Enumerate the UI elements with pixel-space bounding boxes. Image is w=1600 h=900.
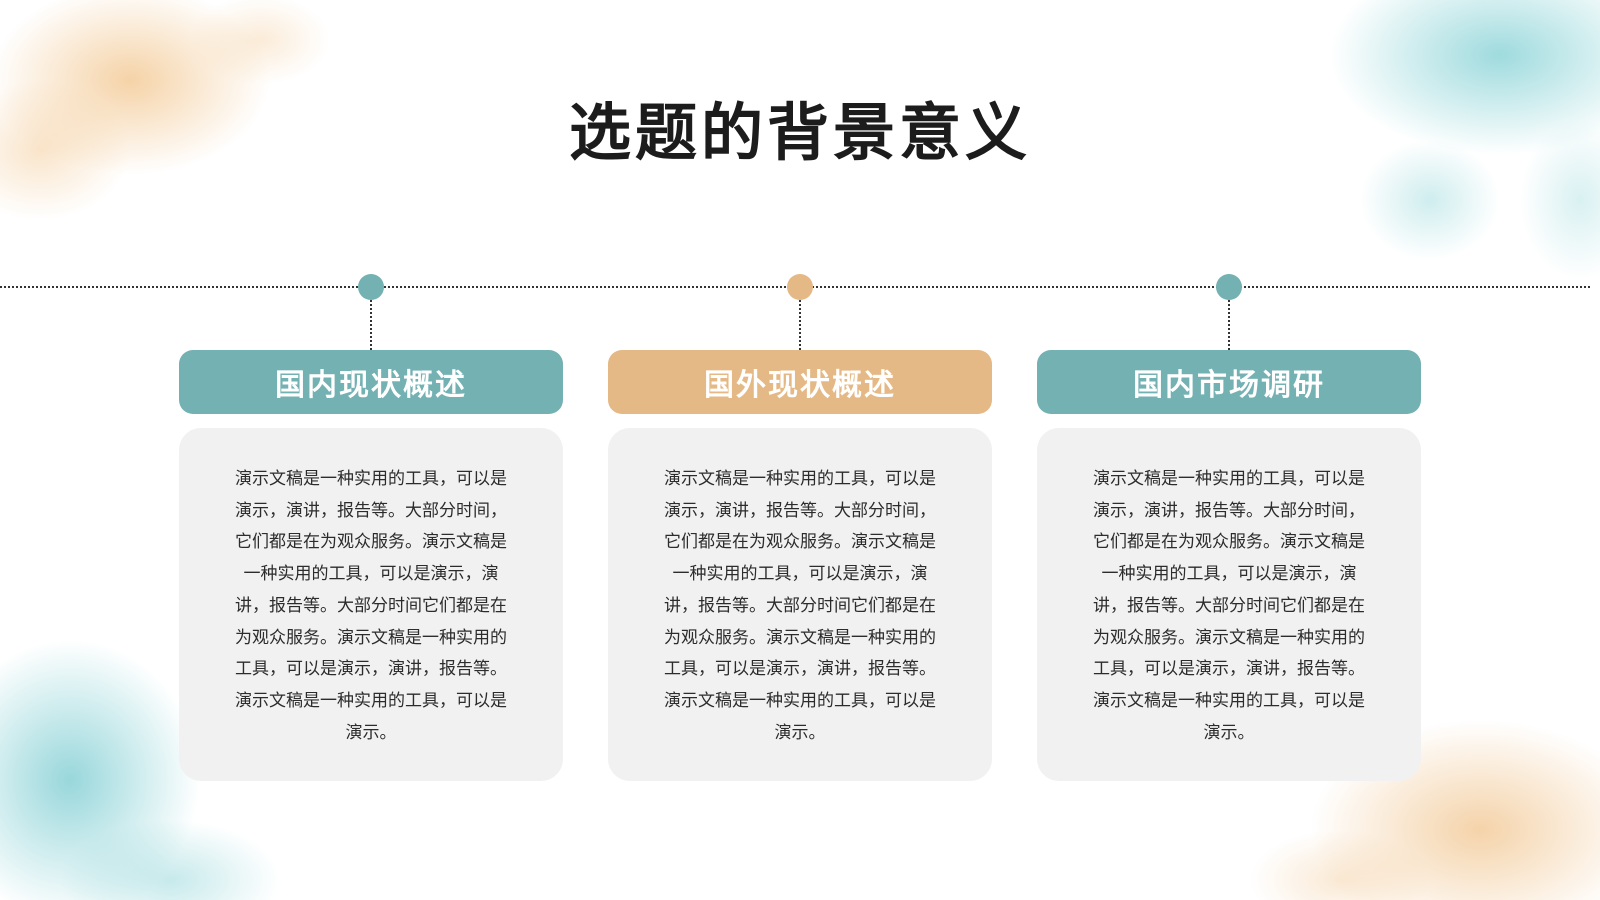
page-title: 选题的背景意义 <box>568 96 1031 169</box>
card-heading-label: 国外现状概述 <box>704 368 896 403</box>
card-body-text: 演示文稿是一种实用的工具，可以是演示，演讲，报告等。大部分时间，它们都是在为观众… <box>664 469 936 743</box>
timeline-node-1 <box>358 274 384 300</box>
card-heading-label: 国内现状概述 <box>275 368 467 403</box>
card-heading-domestic-market: 国内市场调研 <box>1037 350 1421 414</box>
timeline-node-3 <box>1216 274 1242 300</box>
card-heading-domestic-status: 国内现状概述 <box>179 350 563 414</box>
card-body-text: 演示文稿是一种实用的工具，可以是演示，演讲，报告等。大部分时间，它们都是在为观众… <box>235 469 507 743</box>
card-heading-foreign-status: 国外现状概述 <box>608 350 992 414</box>
timeline-connector-2 <box>799 300 801 350</box>
card-body-text: 演示文稿是一种实用的工具，可以是演示，演讲，报告等。大部分时间，它们都是在为观众… <box>1093 469 1365 743</box>
timeline-connector-1 <box>370 300 372 350</box>
card-body-foreign-status: 演示文稿是一种实用的工具，可以是演示，演讲，报告等。大部分时间，它们都是在为观众… <box>608 428 992 781</box>
timeline-connector-3 <box>1228 300 1230 350</box>
timeline-node-2 <box>787 274 813 300</box>
card-heading-label: 国内市场调研 <box>1133 368 1325 403</box>
card-body-domestic-status: 演示文稿是一种实用的工具，可以是演示，演讲，报告等。大部分时间，它们都是在为观众… <box>179 428 563 781</box>
card-body-domestic-market: 演示文稿是一种实用的工具，可以是演示，演讲，报告等。大部分时间，它们都是在为观众… <box>1037 428 1421 781</box>
